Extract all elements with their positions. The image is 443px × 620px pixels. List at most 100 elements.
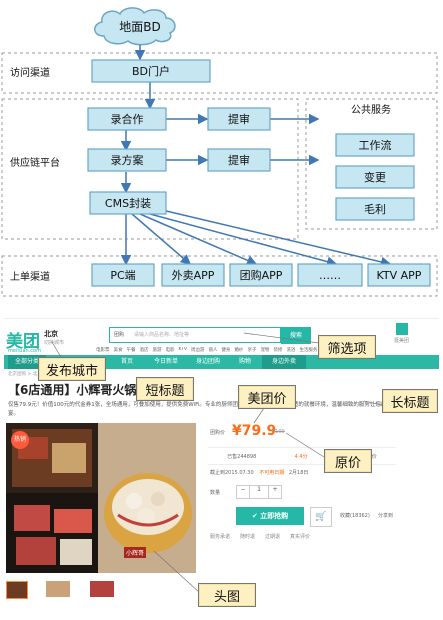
- category-link[interactable]: 亲子: [247, 348, 257, 353]
- app-label: 逛美团: [394, 338, 410, 344]
- quantity-label: 数量: [210, 490, 221, 496]
- city-name: 北京: [44, 330, 58, 338]
- channel-3: ……: [319, 269, 341, 282]
- callout-short-title: 短标题: [136, 377, 194, 401]
- category-link[interactable]: 电影: [165, 348, 175, 353]
- box-cms: [89, 191, 167, 215]
- thumbnail[interactable]: [90, 581, 114, 597]
- public-title: 公共服务: [351, 103, 391, 116]
- valid-until: 截止到2015.07.30: [210, 470, 254, 476]
- lane-order: [1, 255, 438, 297]
- box-public-0: [335, 133, 415, 157]
- meituan-deal-screenshot: 美团 meituan.com 北京 切换城市 团购 请输入商品名称、地址等 搜索…: [4, 318, 439, 620]
- deal-price: ¥79.9: [232, 423, 277, 439]
- service-item: 真实评价: [290, 534, 311, 540]
- box-lufangan: [87, 148, 167, 172]
- box-public-2: [335, 197, 415, 221]
- lane-visit: [1, 52, 438, 94]
- cloud-shape: [94, 7, 176, 46]
- service-label: 服务承诺: [210, 534, 231, 540]
- search-box[interactable]: 团购 请输入商品名称、地址等: [109, 327, 281, 343]
- nav-today[interactable]: 今日新单: [153, 358, 178, 365]
- category-link[interactable]: 丽人: [208, 348, 218, 353]
- nav-all-categories[interactable]: 全部分类: [8, 355, 46, 369]
- category-link[interactable]: 健身: [221, 348, 231, 353]
- service-item: 过期退: [265, 534, 281, 540]
- hot-badge: 热销: [11, 431, 29, 449]
- search-input[interactable]: 请输入商品名称、地址等: [134, 332, 190, 338]
- breadcrumb: 北京团购 > 北京美食团购: [8, 372, 60, 377]
- box-tishen-1: [207, 107, 271, 131]
- public-item-0: 工作流: [359, 138, 392, 152]
- box-public-1: [335, 165, 415, 189]
- box-cms-label: CMS封装: [105, 196, 151, 210]
- category-link[interactable]: 周边游: [190, 348, 205, 353]
- cloud-label: 地面BD: [119, 20, 160, 34]
- callout-head-image: 头图: [198, 583, 256, 607]
- cart-icon[interactable]: 🛒: [310, 507, 332, 527]
- box-luhezuo: [87, 107, 167, 131]
- category-link[interactable]: KTV: [178, 347, 187, 352]
- box-tishen-2-label: 提审: [228, 153, 250, 167]
- category-link[interactable]: 宠物: [260, 348, 270, 353]
- favorite-link[interactable]: 收藏(18362): [340, 513, 370, 519]
- plus-icon[interactable]: +: [268, 486, 281, 498]
- price-label: 团购价: [210, 430, 226, 436]
- unavailable-label: 不可用日期: [259, 470, 285, 476]
- public-item-1: 变更: [364, 170, 386, 184]
- category-link[interactable]: 婚纱: [234, 348, 244, 353]
- callout-publish-city: 发布城市: [38, 357, 106, 381]
- deal-title: 【6店通用】小辉哥火锅: [8, 383, 137, 397]
- thumbnail[interactable]: [6, 581, 28, 599]
- nav-home[interactable]: 首页: [120, 358, 133, 365]
- callout-meituan-price: 美团价: [238, 385, 296, 409]
- box-tishen-2: [207, 148, 271, 172]
- validity-row: 截止到2015.07.30 不可用日期 2月18日: [210, 469, 308, 476]
- lane-supply: [1, 98, 299, 240]
- original-price: ¥100: [272, 429, 285, 435]
- callout-long-title: 长标题: [382, 389, 438, 413]
- category-link[interactable]: 电影票: [96, 348, 110, 353]
- category-link[interactable]: 酒店: [139, 348, 149, 353]
- box-bd-portal-label: BD门户: [132, 64, 170, 78]
- box-tishen-1-label: 提审: [228, 112, 250, 126]
- lane-public: [305, 98, 438, 230]
- lane-visit-label: 访问渠道: [10, 66, 50, 79]
- brand-seal: 小辉哥: [124, 547, 147, 558]
- callout-filter: 筛选项: [318, 335, 376, 359]
- callout-original-price: 原价: [324, 449, 372, 473]
- search-tab[interactable]: 团购: [114, 332, 125, 338]
- search-button[interactable]: 搜索: [281, 327, 311, 344]
- category-link[interactable]: 装修: [273, 348, 283, 353]
- thumbnail[interactable]: [46, 581, 70, 597]
- box-lufangan-label: 录方案: [111, 153, 144, 167]
- app-qr-icon[interactable]: [396, 323, 408, 335]
- sold-count: 已售244898: [227, 453, 257, 460]
- lane-supply-label: 供应链平台: [10, 156, 60, 169]
- nav-takeout[interactable]: 身边外卖: [262, 355, 306, 369]
- category-link[interactable]: 旅游: [152, 348, 162, 353]
- category-link[interactable]: 美食: [113, 348, 123, 353]
- category-link[interactable]: 生活服务: [299, 348, 318, 353]
- deal-description: 仅售79.9元！价值100元的代金券1张，全场通用，可叠加使用，提供免费WiFi…: [8, 402, 431, 417]
- quantity-value[interactable]: 1: [257, 486, 261, 493]
- share-link[interactable]: 分享到: [378, 513, 394, 519]
- category-link[interactable]: 午餐: [126, 348, 136, 353]
- meituan-logo[interactable]: 美团: [6, 332, 40, 352]
- category-link[interactable]: 洗浴: [286, 348, 296, 353]
- minus-icon[interactable]: −: [237, 486, 250, 498]
- box-channel-2: [229, 263, 293, 287]
- main-image[interactable]: 热销 小辉哥: [6, 423, 196, 573]
- box-channel-3: [297, 263, 363, 287]
- box-channel-4: [367, 263, 431, 287]
- buy-now-button[interactable]: ✔ 立即抢购: [236, 507, 304, 525]
- service-promises: 服务承诺 随时退 过期退 真实评价: [210, 533, 310, 540]
- category-links: 电影票 美食 午餐 酒店 旅游 电影 KTV 周边游 丽人 健身 婚纱 亲子 宠…: [96, 347, 326, 353]
- channel-4: KTV APP: [377, 269, 422, 282]
- logo-domain: meituan.com: [8, 348, 41, 354]
- box-bd-portal: [91, 59, 211, 83]
- quantity-stepper[interactable]: − 1 +: [236, 485, 282, 499]
- switch-city-link[interactable]: 切换城市: [44, 340, 65, 346]
- nav-shopping[interactable]: 购物: [238, 358, 251, 365]
- nav-nearby-deals[interactable]: 身边团购: [195, 358, 220, 365]
